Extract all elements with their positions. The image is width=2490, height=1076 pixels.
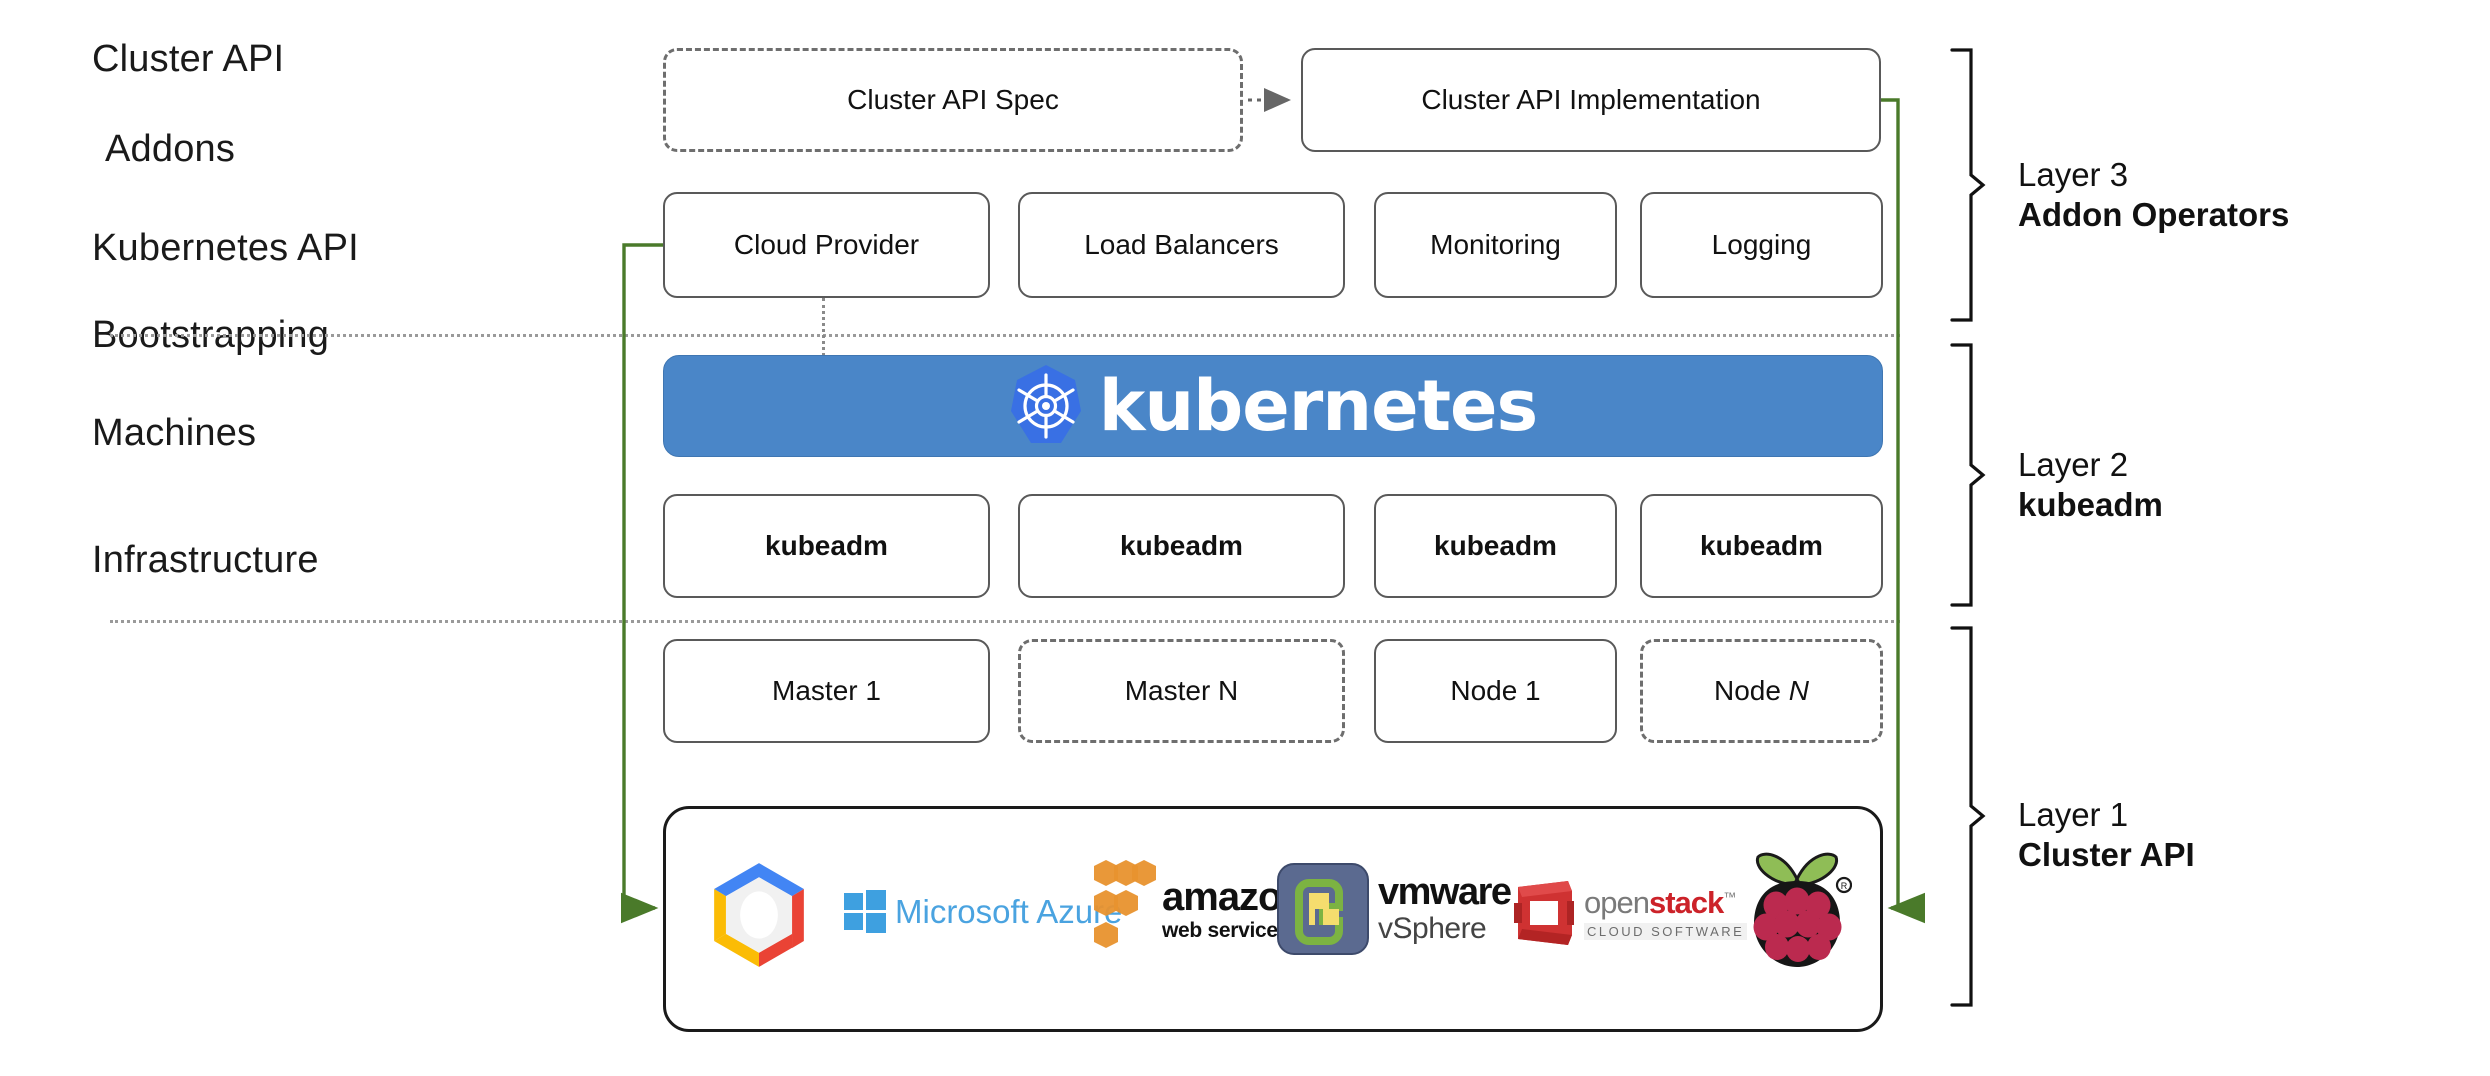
kubernetes-banner[interactable]: kubernetes	[663, 355, 1883, 457]
box-kubeadm-2[interactable]: kubeadm	[1018, 494, 1345, 598]
box-logging[interactable]: Logging	[1640, 192, 1883, 298]
brace-layer-2	[1950, 343, 1986, 607]
box-label: Master N	[1124, 675, 1239, 706]
raspberry-pi-icon: R	[1753, 852, 1852, 967]
separator-layer2-layer1	[110, 620, 1900, 623]
box-label: Monitoring	[1430, 229, 1561, 260]
row-label-infrastructure: Infrastructure	[92, 539, 319, 581]
layer-3-name: Addon Operators	[2018, 196, 2290, 233]
google-cloud-platform-logo	[700, 856, 818, 974]
box-label: Cluster API Implementation	[1421, 84, 1761, 115]
arrow-implementation-to-infrastructure	[1881, 98, 1925, 924]
box-node-1[interactable]: Node 1	[1374, 639, 1617, 743]
box-label: kubeadm	[1120, 530, 1243, 561]
raspberry-pi-logo: R	[1742, 845, 1852, 971]
aws-wordmark-webservices: web services	[1162, 919, 1290, 942]
layer-label-3: Layer 3 Addon Operators	[2018, 155, 2289, 235]
box-label: Load Balancers	[1084, 229, 1279, 260]
box-label: Node N	[1714, 675, 1809, 706]
connector-cloudprovider-kubernetes	[822, 298, 825, 356]
openstack-tagline: CLOUD SOFTWARE	[1584, 922, 1748, 940]
kubernetes-helm-icon	[1010, 365, 1081, 443]
vmware-vsphere-logo: vmware vSphere	[1277, 863, 1512, 955]
box-load-balancers[interactable]: Load Balancers	[1018, 192, 1345, 298]
box-label: Logging	[1711, 229, 1812, 260]
row-label-addons: Addons	[105, 128, 236, 170]
layer-3-number: Layer 3	[2018, 156, 2129, 193]
box-cluster-api-spec[interactable]: Cluster API Spec	[663, 48, 1243, 152]
box-label: kubeadm	[1434, 530, 1557, 561]
amazon-web-services-logo: amazon web services	[1092, 860, 1306, 958]
layer-2-name: kubeadm	[2018, 486, 2163, 523]
arrow-cloudprovider-to-infrastructure	[621, 243, 663, 924]
brace-layer-3	[1950, 48, 1986, 322]
box-node-n[interactable]: Node N	[1640, 639, 1883, 743]
microsoft-azure-logo: Microsoft Azure	[843, 890, 1122, 934]
box-master-1[interactable]: Master 1	[663, 639, 990, 743]
box-cluster-api-implementation[interactable]: Cluster API Implementation	[1301, 48, 1881, 152]
box-kubeadm-4[interactable]: kubeadm	[1640, 494, 1883, 598]
row-label-kubernetes-api: Kubernetes API	[92, 227, 359, 269]
box-label: Cloud Provider	[733, 229, 920, 260]
box-label: Node 1	[1450, 675, 1541, 706]
layer-2-number: Layer 2	[2018, 446, 2129, 483]
box-label: kubeadm	[1700, 530, 1823, 561]
separator-layer3-layer2	[110, 334, 1900, 337]
layer-label-1: Layer 1 Cluster API	[2018, 795, 2195, 875]
layer-1-name: Cluster API	[2018, 836, 2195, 873]
box-label: Cluster API Spec	[847, 84, 1059, 115]
brace-layer-1	[1950, 626, 1986, 1007]
row-label-cluster-api: Cluster API	[92, 38, 285, 80]
box-kubeadm-1[interactable]: kubeadm	[663, 494, 990, 598]
box-cloud-provider[interactable]: Cloud Provider	[663, 192, 990, 298]
vsphere-icon	[1277, 863, 1369, 955]
vsphere-wordmark: vSphere	[1378, 912, 1487, 946]
layer-1-number: Layer 1	[2018, 796, 2129, 833]
box-monitoring[interactable]: Monitoring	[1374, 192, 1617, 298]
box-master-n[interactable]: Master N	[1018, 639, 1345, 743]
row-label-machines: Machines	[92, 412, 257, 454]
vmware-wordmark: vmware	[1378, 871, 1512, 914]
windows-squares-icon	[844, 890, 886, 933]
openstack-wordmark: openstack™	[1584, 884, 1736, 920]
box-label: kubeadm	[765, 530, 888, 561]
box-kubeadm-3[interactable]: kubeadm	[1374, 494, 1617, 598]
svg-text:R: R	[1841, 881, 1848, 891]
openstack-logo: openstack™ CLOUD SOFTWARE	[1512, 877, 1748, 949]
layer-label-2: Layer 2 kubeadm	[2018, 445, 2163, 525]
openstack-cube-icon	[1514, 881, 1574, 945]
box-label: Master 1	[772, 675, 881, 706]
azure-wordmark: Microsoft Azure	[895, 893, 1123, 930]
aws-cubes-icon	[1094, 860, 1156, 948]
kubernetes-wordmark: kubernetes	[1098, 365, 1538, 447]
